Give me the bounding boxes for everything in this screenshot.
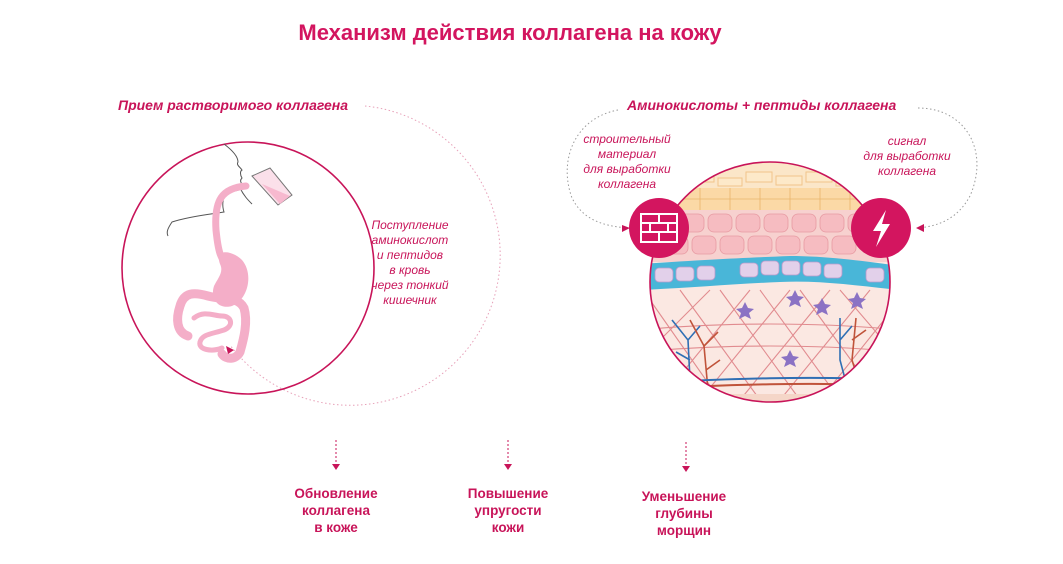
dotted-arc-left: [229, 105, 501, 406]
absorption-note: Поступление аминокислот и пептидов в кро…: [371, 218, 449, 307]
stomach: [212, 252, 249, 307]
body-circle: [121, 141, 375, 395]
page-title: Механизм действия коллагена на кожу: [298, 20, 722, 45]
brick-icon: [629, 198, 689, 258]
left-section-label: Прием растворимого коллагена: [118, 97, 349, 113]
cup-icon: [251, 167, 293, 206]
lightning-icon: [851, 198, 911, 258]
result-elasticity: Повышение упругости кожи: [467, 486, 549, 535]
building-material-note: строительный материал для выработки колл…: [583, 132, 671, 191]
skin-circle: [649, 161, 891, 403]
result-wrinkle-reduction: Уменьшение глубины морщин: [641, 489, 727, 538]
right-section-label: Аминокислоты + пептиды коллагена: [627, 97, 897, 113]
result-collagen-renewal: Обновление коллагена в коже: [294, 486, 378, 535]
signal-note: сигнал для выработки коллагена: [863, 134, 951, 178]
large-intestine: [173, 289, 251, 363]
small-intestine: [191, 311, 233, 353]
